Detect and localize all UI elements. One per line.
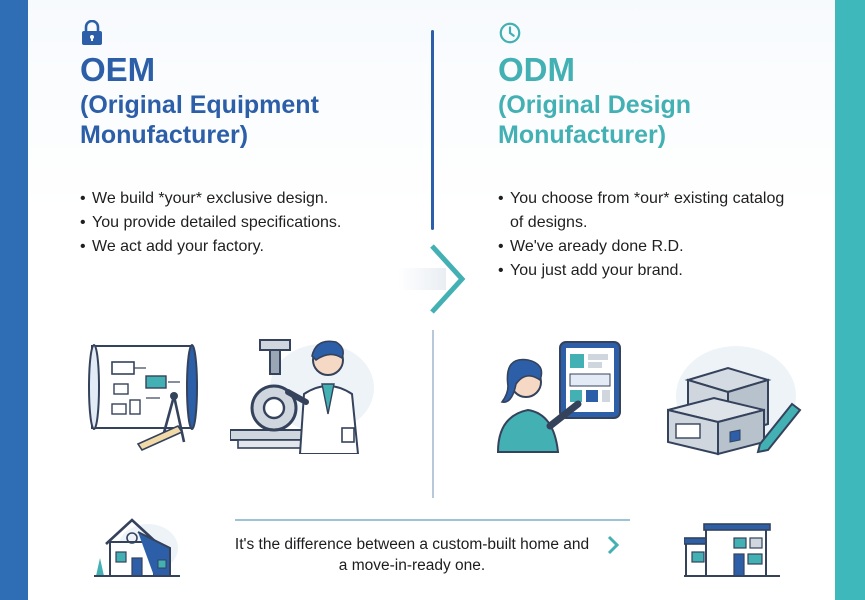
engineer-machining-illustration xyxy=(230,339,374,454)
left-edge-stripe xyxy=(0,0,28,600)
odm-bullet-list: You choose from *our* existing catalog o… xyxy=(498,187,800,283)
odm-bullet: We've aready done R.D. xyxy=(498,235,800,259)
right-edge-stripe xyxy=(835,0,865,600)
lock-icon xyxy=(82,20,102,45)
oem-bullet-list: We build *your* exclusive design. You pr… xyxy=(80,187,341,259)
oem-bullet: We build *your* exclusive design. xyxy=(80,187,341,211)
center-divider-top xyxy=(431,30,434,230)
woman-catalog-tablet-illustration xyxy=(496,341,621,453)
center-divider-bottom xyxy=(432,330,434,498)
custom-house-icon xyxy=(94,518,180,577)
odm-acronym: ODM xyxy=(498,51,575,88)
oem-full-name: (Original Equipment Monufacturer) xyxy=(80,91,319,149)
oem-acronym: OEM xyxy=(80,51,156,88)
chevron-right-icon xyxy=(607,535,620,555)
chevron-right-arrow-icon xyxy=(398,244,466,314)
odm-full-name: (Original Design Monufacturer) xyxy=(498,91,692,149)
footer-caption: It's the difference between a custom-bui… xyxy=(234,536,590,574)
blueprint-illustration xyxy=(88,344,198,452)
modern-house-icon xyxy=(684,523,780,577)
oem-bullet: We act add your factory. xyxy=(80,235,341,259)
odm-bullet: You just add your brand. xyxy=(498,259,800,283)
oem-bullet: You provide detailed specifications. xyxy=(80,211,341,235)
footer-divider-line xyxy=(235,519,630,521)
branded-box-illustration xyxy=(667,346,802,456)
clock-icon xyxy=(499,22,521,44)
odm-bullet: You choose from *our* existing catalog o… xyxy=(498,187,800,235)
